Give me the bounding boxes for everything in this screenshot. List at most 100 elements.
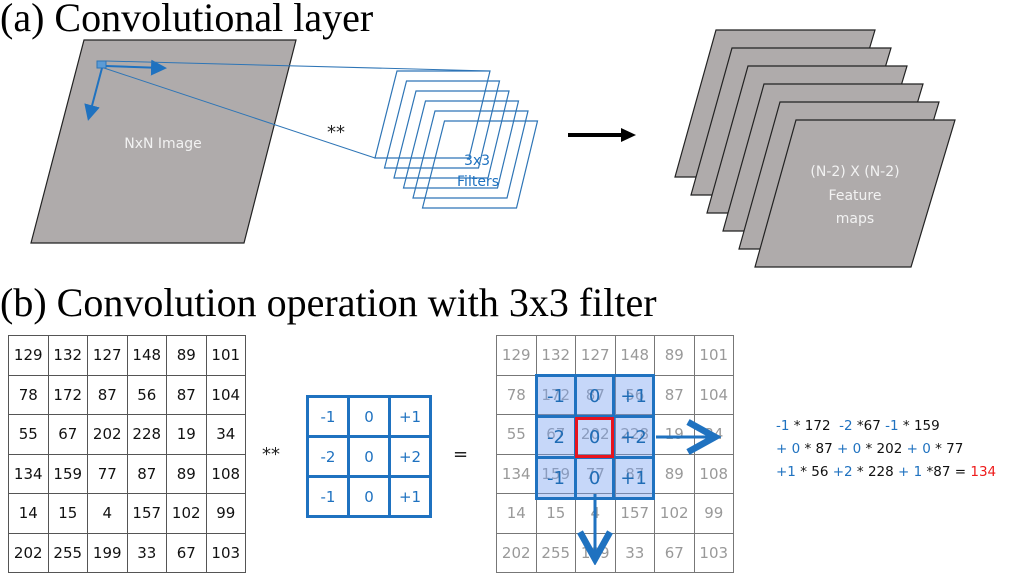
convolution-operator-a: ** xyxy=(327,122,345,143)
equation-weight: + 0 xyxy=(906,441,931,457)
input-matrix-cell: 129 xyxy=(8,335,49,376)
filters-label-line1: 3x3 xyxy=(464,153,490,169)
window-matrix-cell: 89 xyxy=(654,453,695,494)
window-matrix-cell: 255 xyxy=(535,532,576,573)
window-matrix-cell: 101 xyxy=(693,335,734,376)
overlay-cell: 0 xyxy=(573,415,616,459)
vertical-scan-arrow xyxy=(84,67,103,121)
equation-weight: + 0 xyxy=(837,441,862,457)
input-matrix-cell: 55 xyxy=(8,414,49,455)
equation-term: * 228 xyxy=(852,464,899,480)
equals-sign: = xyxy=(453,444,469,465)
overlay-cell: +1 xyxy=(612,456,655,500)
input-matrix-cell: 99 xyxy=(205,493,246,534)
window-matrix-cell: 199 xyxy=(575,532,616,573)
window-matrix-cell: 19 xyxy=(654,414,695,455)
input-matrix-cell: 34 xyxy=(205,414,246,455)
input-matrix-cell: 202 xyxy=(87,414,128,455)
equation-term: * 172 xyxy=(789,418,840,434)
filter-5 xyxy=(412,110,529,199)
window-matrix-cell: 132 xyxy=(535,335,576,376)
input-matrix-cell: 87 xyxy=(126,453,167,494)
projection-line-bottom xyxy=(103,67,376,159)
input-matrix-cell: 148 xyxy=(126,335,167,376)
input-matrix-cell: 157 xyxy=(126,493,167,534)
input-matrix-cell: 78 xyxy=(8,374,49,415)
feature-map-stack xyxy=(674,29,956,268)
input-matrix-cell: 33 xyxy=(126,532,167,573)
convolution-operator-b: ** xyxy=(262,444,280,465)
overlay-cell: 0 xyxy=(573,456,616,500)
input-matrix-cell: 89 xyxy=(166,453,207,494)
window-matrix-cell: 108 xyxy=(693,453,734,494)
overlay-cell: +2 xyxy=(612,415,655,459)
filter-matrix-cell: 0 xyxy=(347,395,391,438)
equation-term: * 56 xyxy=(795,464,833,480)
equation-weight: +1 xyxy=(776,464,796,480)
window-matrix-cell: 202 xyxy=(496,532,537,573)
filter-3 xyxy=(393,90,510,179)
window-matrix-cell: 129 xyxy=(496,335,537,376)
window-matrix-cell: 134 xyxy=(496,453,537,494)
filter-matrix-cell: -2 xyxy=(306,435,350,478)
filters-label-line2: Filters xyxy=(457,174,499,190)
equation-term: *67 xyxy=(852,418,886,434)
input-matrix-cell: 87 xyxy=(87,374,128,415)
input-matrix-cell: 56 xyxy=(126,374,167,415)
window-matrix-cell: 33 xyxy=(614,532,655,573)
input-matrix-cell: 89 xyxy=(166,335,207,376)
input-matrix-cell: 172 xyxy=(47,374,88,415)
input-matrix-cell: 15 xyxy=(47,493,88,534)
window-matrix-cell: 127 xyxy=(575,335,616,376)
window-matrix-cell: 148 xyxy=(614,335,655,376)
overlay-cell: -2 xyxy=(535,415,577,459)
equation-weight: -2 xyxy=(839,418,853,434)
input-matrix-cell: 134 xyxy=(8,453,49,494)
input-matrix-cell: 77 xyxy=(87,453,128,494)
feature-label-line1: (N-2) X (N-2) xyxy=(810,164,899,180)
input-matrix-cell: 67 xyxy=(47,414,88,455)
input-matrix-cell: 228 xyxy=(126,414,167,455)
window-matrix-cell: 89 xyxy=(654,335,695,376)
equation-weight: -1 xyxy=(776,418,790,434)
title-convolutional-layer: (a) Convolutional layer xyxy=(0,0,374,40)
overlay-cell: -1 xyxy=(535,456,577,500)
feature-label-line3: maps xyxy=(836,211,874,227)
input-matrix-cell: 103 xyxy=(205,532,246,573)
filter-6 xyxy=(421,120,539,209)
input-matrix-cell: 14 xyxy=(8,493,49,534)
equation-weight: -1 xyxy=(885,418,899,434)
equation-weight: + 0 xyxy=(776,441,801,457)
window-matrix-cell: 15 xyxy=(535,493,576,534)
filter-matrix-cell: -1 xyxy=(306,395,350,438)
filter-stack xyxy=(374,70,539,209)
filter-1 xyxy=(374,70,491,159)
equation-term: * 159 xyxy=(898,418,940,434)
nxn-image-label: NxN Image xyxy=(124,136,202,152)
filter-2 xyxy=(383,80,501,169)
filter-4 xyxy=(402,100,520,189)
window-matrix-cell: 157 xyxy=(614,493,655,534)
window-matrix-cell: 104 xyxy=(693,374,734,415)
filter-matrix-cell: +1 xyxy=(388,395,432,438)
input-matrix-cell: 132 xyxy=(47,335,88,376)
projection-line-top xyxy=(105,60,491,72)
title-convolution-operation: (b) Convolution operation with 3x3 filte… xyxy=(0,280,657,325)
overlay-cell: -1 xyxy=(535,374,577,418)
input-matrix-cell: 159 xyxy=(47,453,88,494)
equation-result: 134 xyxy=(970,464,997,480)
